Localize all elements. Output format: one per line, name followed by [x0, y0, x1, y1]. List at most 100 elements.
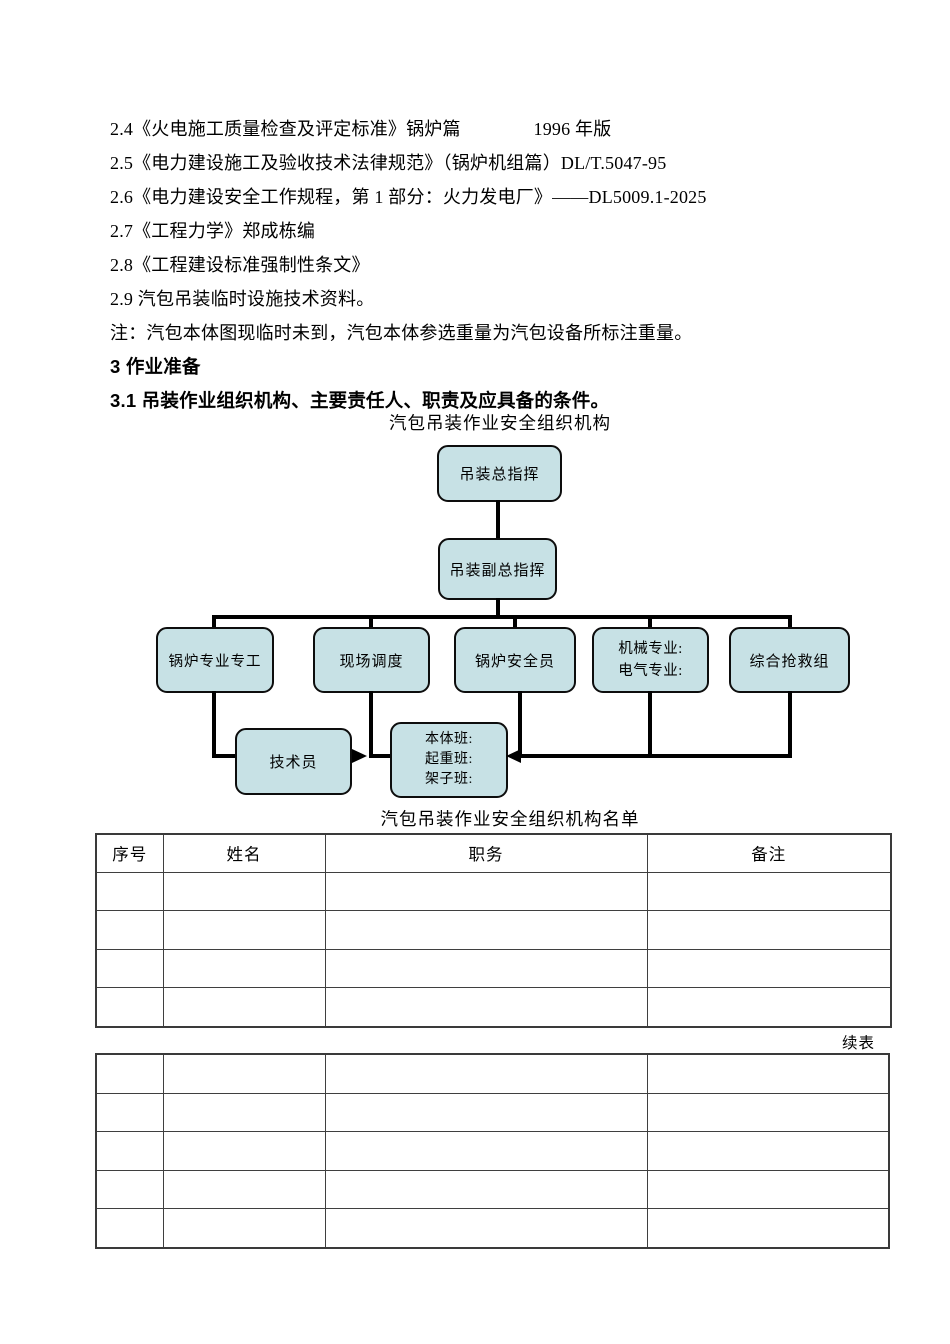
table-row: [95, 1208, 890, 1248]
table-row: [95, 1053, 890, 1094]
table-cell-empty: [95, 871, 164, 911]
table-row: [95, 871, 892, 911]
connector-line: [518, 691, 522, 758]
table-row: [95, 948, 892, 988]
table-cell-empty: [646, 1169, 890, 1209]
table-cell-empty: [324, 1092, 648, 1132]
table-cell-empty: [324, 1053, 648, 1094]
roster-header-row: 序号 姓名 职务 备注: [95, 833, 892, 873]
table-row: [95, 987, 892, 1027]
org-box-label: 机械专业:电气专业:: [618, 641, 683, 679]
table-cell-empty: [162, 948, 326, 988]
table-cell-empty: [324, 1131, 648, 1171]
note-line: 注：汽包本体图现临时未到，汽包本体参选重量为汽包设备所标注重量。: [110, 323, 693, 343]
connector-drop: [212, 615, 216, 629]
table-cell-empty: [162, 987, 326, 1027]
table-row: [95, 910, 892, 950]
connector-line: [496, 598, 500, 617]
org-box-label: 吊装总指挥: [459, 467, 540, 483]
table-cell-empty: [95, 1169, 164, 1209]
org-box-mech-elec: 机械专业:电气专业:: [592, 627, 709, 693]
connector-line: [212, 691, 216, 758]
org-box-work-teams: 本体班:起重班:架子班:: [390, 722, 508, 798]
org-box-chief-commander: 吊装总指挥: [437, 445, 562, 502]
table-cell-empty: [95, 1208, 164, 1248]
table-cell-empty: [324, 871, 648, 911]
table-cell-empty: [646, 871, 892, 911]
connector-line: [212, 754, 238, 758]
col-header-seq: 序号: [95, 833, 164, 873]
table-cell-empty: [162, 871, 326, 911]
section-heading-3: 3 作业准备: [110, 356, 201, 377]
table-cell-empty: [95, 948, 164, 988]
org-box-label: 现场调度: [339, 653, 404, 670]
connector-drop: [788, 615, 792, 629]
reference-line-2-4: 2.4《火电施工质量检查及评定标准》锅炉篇 1996 年版: [110, 119, 612, 139]
connector-line: [788, 691, 792, 758]
org-box-label: 锅炉安全员: [474, 653, 555, 670]
continued-table-label: 续表: [841, 1035, 875, 1052]
table-cell-empty: [646, 1131, 890, 1171]
connector-bus: [212, 615, 792, 619]
table-cell-empty: [95, 1092, 164, 1132]
col-header-remark: 备注: [646, 833, 892, 873]
connector-line: [648, 691, 652, 758]
org-box-label: 技术员: [269, 755, 318, 771]
table-row: [95, 1092, 890, 1132]
table-cell-empty: [95, 910, 164, 950]
table-cell-empty: [646, 1053, 890, 1094]
table-cell-empty: [324, 910, 648, 950]
table-cell-empty: [162, 1169, 326, 1209]
connector-drop: [648, 615, 652, 629]
connector-line: [512, 754, 792, 758]
org-box-site-dispatch: 现场调度: [313, 627, 430, 693]
table-cell-empty: [646, 1092, 890, 1132]
reference-line-2-8: 2.8《工程建设标准强制性条文》: [110, 255, 370, 275]
table-cell-empty: [646, 948, 892, 988]
connector-drop: [513, 615, 517, 629]
table-cell-empty: [324, 987, 648, 1027]
table-cell-empty: [95, 1053, 164, 1094]
org-box-boiler-specialist: 锅炉专业专工: [156, 627, 274, 693]
body-text-block: 2.4《火电施工质量检查及评定标准》锅炉篇 1996 年版 2.5《电力建设施工…: [110, 112, 900, 418]
arrow-left-icon: [506, 749, 521, 763]
table-cell-empty: [324, 1169, 648, 1209]
table-cell-empty: [95, 987, 164, 1027]
connector-line: [369, 754, 393, 758]
org-box-label: 吊装副总指挥: [449, 562, 546, 579]
arrow-right-icon: [352, 749, 367, 763]
org-box-boiler-safety-officer: 锅炉安全员: [454, 627, 576, 693]
table-cell-empty: [646, 987, 892, 1027]
table-cell-empty: [162, 1053, 326, 1094]
table-cell-empty: [324, 1208, 648, 1248]
connector-drop: [369, 615, 373, 629]
col-header-name: 姓名: [162, 833, 326, 873]
table-cell-empty: [95, 1131, 164, 1171]
roster-table-continued: [95, 1053, 890, 1249]
connector-line: [369, 691, 373, 758]
col-header-duty: 职务: [324, 833, 648, 873]
org-box-label: 本体班:起重班:架子班:: [425, 732, 473, 787]
reference-line-2-6: 2.6《电力建设安全工作规程，第 1 部分：火力发电厂》——DL5009.1-2…: [110, 187, 707, 207]
org-box-deputy-commander: 吊装副总指挥: [438, 538, 557, 600]
reference-line-2-5: 2.5《电力建设施工及验收技术法律规范》（锅炉机组篇）DL/T.5047-95: [110, 153, 667, 173]
table-cell-empty: [162, 910, 326, 950]
org-box-technician: 技术员: [235, 728, 352, 795]
table-cell-empty: [646, 1208, 890, 1248]
org-box-label: 综合抢救组: [749, 653, 830, 670]
org-box-label: 锅炉专业专工: [168, 653, 262, 670]
table-row: [95, 1169, 890, 1209]
table-cell-empty: [162, 1092, 326, 1132]
table-cell-empty: [162, 1131, 326, 1171]
org-box-rescue-team: 综合抢救组: [729, 627, 850, 693]
reference-line-2-7: 2.7《工程力学》郑成栋编: [110, 221, 316, 241]
table-cell-empty: [324, 948, 648, 988]
table-row: [95, 1131, 890, 1171]
org-chart-title: 汽包吊装作业安全组织机构: [389, 413, 611, 433]
org-chart-caption: 汽包吊装作业安全组织机构名单: [380, 809, 640, 829]
section-heading-3-1: 3.1 吊装作业组织机构、主要责任人、职责及应具备的条件。: [110, 390, 610, 411]
reference-line-2-9: 2.9 汽包吊装临时设施技术资料。: [110, 289, 375, 309]
connector-line: [496, 500, 500, 540]
table-cell-empty: [162, 1208, 326, 1248]
